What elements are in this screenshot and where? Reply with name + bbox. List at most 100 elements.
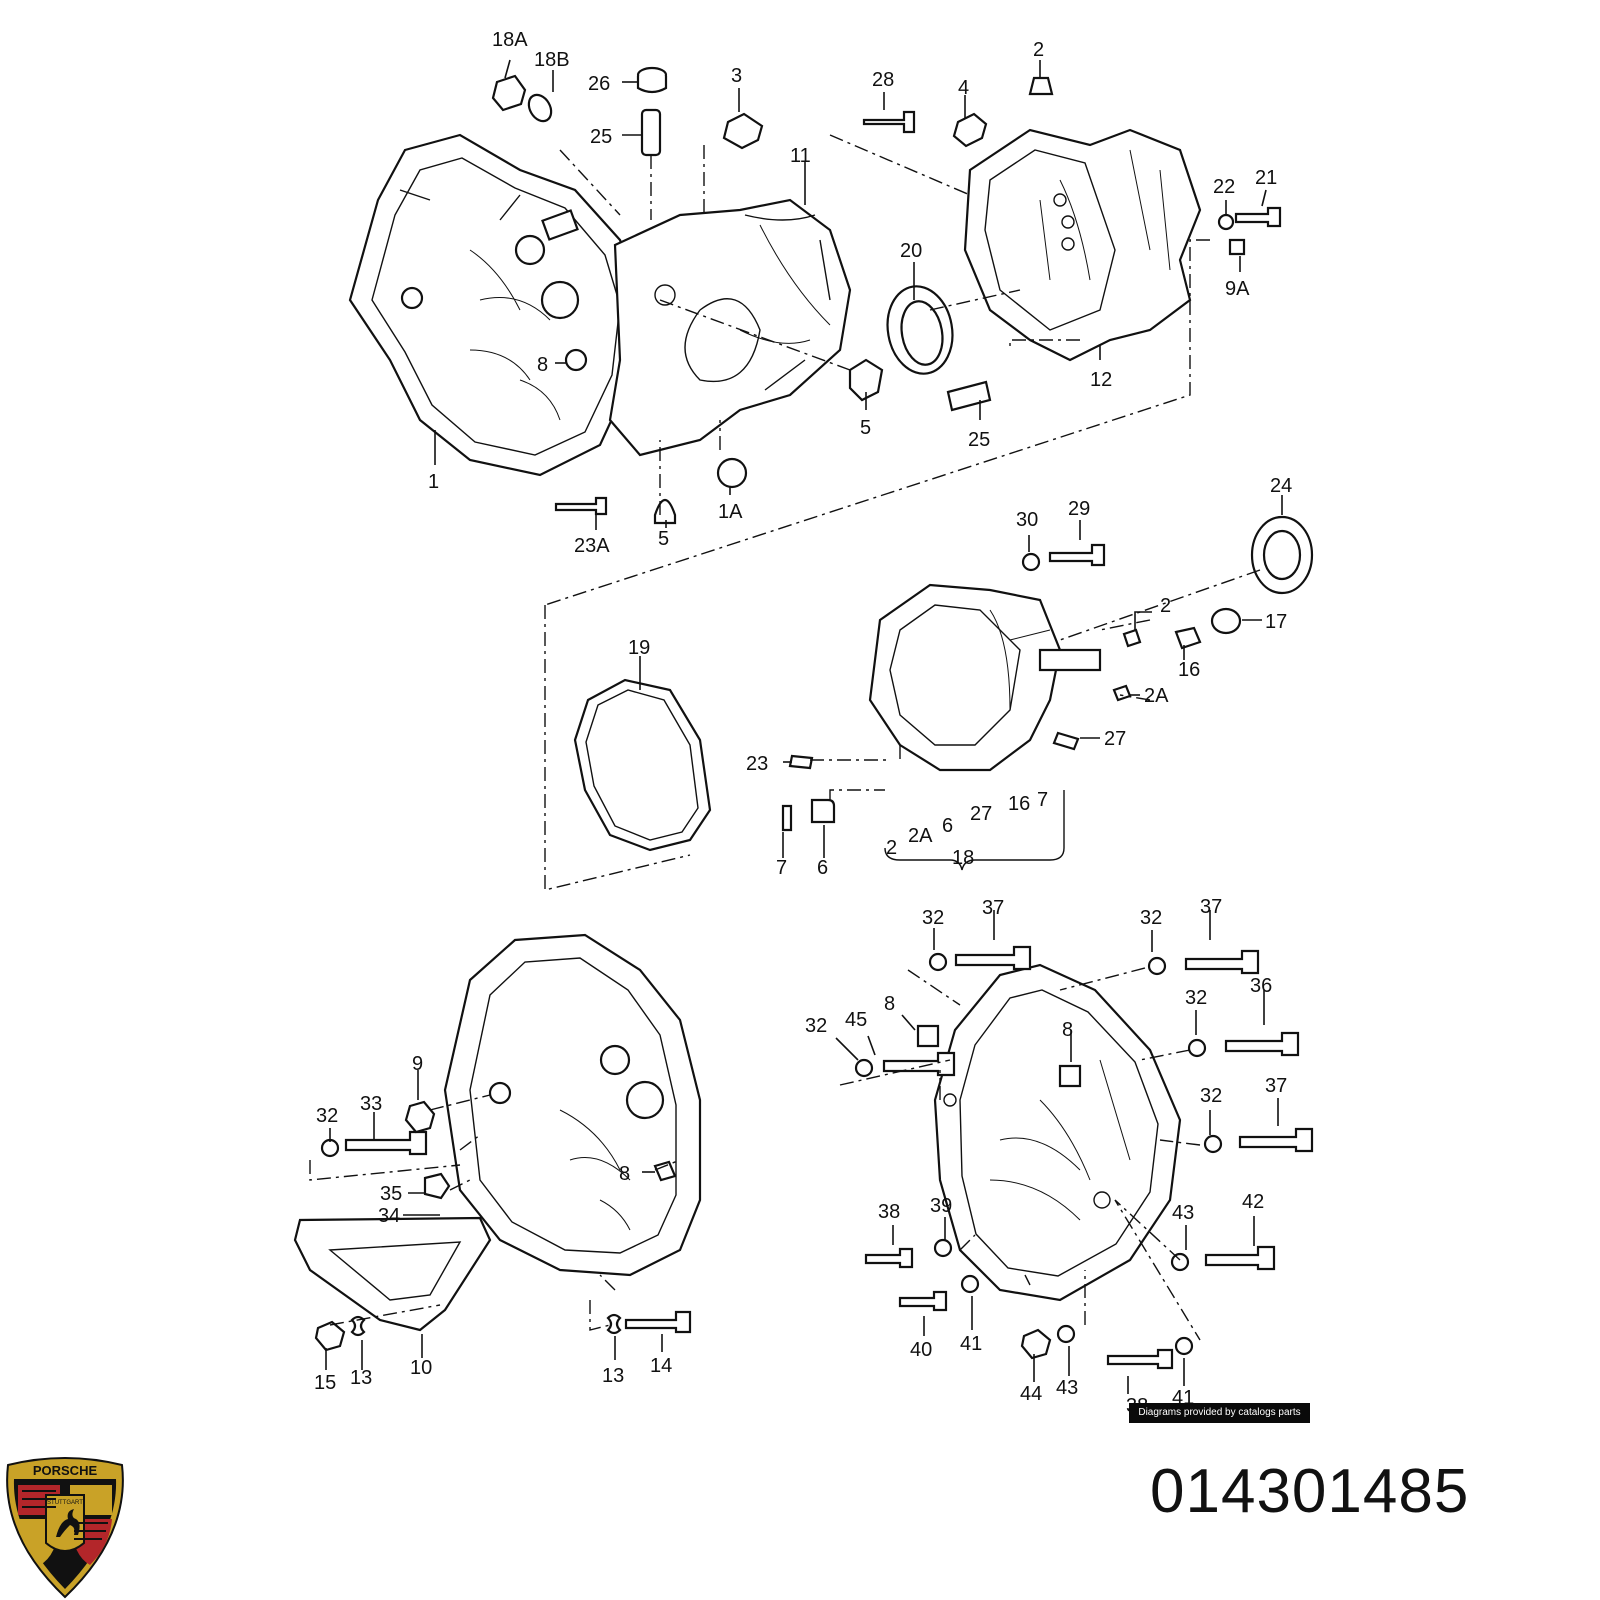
callout: 36 — [1250, 975, 1272, 997]
callout: 32 — [316, 1105, 338, 1127]
callout: 7 — [776, 857, 787, 879]
callout: 3 — [731, 65, 742, 87]
callout: 16 — [1008, 793, 1030, 815]
callout: 16 — [1178, 659, 1200, 681]
assembly-lines-bottom-left — [309, 1094, 681, 1331]
callout: 35 — [380, 1183, 402, 1205]
callout: 10 — [410, 1357, 432, 1379]
bracket-18 — [884, 790, 1065, 871]
exploded-parts-diagram: 18A 18B 26 25 3 28 2 4 11 22 21 9A 20 8 … — [293, 29, 1314, 1417]
callout: 39 — [930, 1195, 952, 1217]
callout: 8 — [537, 354, 548, 376]
callout: 15 — [314, 1372, 336, 1394]
part-gearbox-housing — [608, 198, 852, 457]
part-number: 014301485 — [1150, 1457, 1470, 1526]
callout: 18A — [492, 29, 528, 51]
callout: 2A — [1144, 685, 1169, 707]
callout: 2 — [1160, 595, 1171, 617]
callout: 37 — [1265, 1075, 1287, 1097]
callout: 25 — [590, 126, 612, 148]
callout: 43 — [1056, 1377, 1078, 1399]
callout: 7 — [1037, 789, 1048, 811]
callout: 24 — [1270, 475, 1292, 497]
logo-brand: PORSCHE — [33, 1463, 98, 1478]
callout: 8 — [884, 993, 895, 1015]
callout: 17 — [1265, 611, 1287, 633]
callout: 1 — [428, 471, 439, 493]
callout: 42 — [1242, 1191, 1264, 1213]
callout: 45 — [845, 1009, 867, 1031]
callout: 23 — [746, 753, 768, 775]
callout: 13 — [602, 1365, 624, 1387]
callout: 12 — [1090, 369, 1112, 391]
callout: 9A — [1225, 278, 1250, 300]
callout: 9 — [412, 1053, 423, 1075]
callout: 21 — [1255, 167, 1277, 189]
callout: 14 — [650, 1355, 672, 1377]
callout: 30 — [1016, 509, 1038, 531]
callout: 2A — [908, 825, 933, 847]
callout: 32 — [922, 907, 944, 929]
callout: 43 — [1172, 1202, 1194, 1224]
callout: 5 — [860, 417, 871, 439]
callout: 8 — [1062, 1019, 1073, 1041]
callout: 32 — [1185, 987, 1207, 1009]
part-cover-plate — [293, 1216, 492, 1332]
logo-city: STUTTGART — [47, 1500, 83, 1506]
bolts-bottom-right — [854, 945, 1314, 1370]
assembly-lines-bottom-right — [839, 967, 1201, 1341]
callout: 2 — [1033, 39, 1044, 61]
callout: 20 — [900, 240, 922, 262]
callout: 27 — [970, 803, 992, 825]
callout: 32 — [1140, 907, 1162, 929]
callout: 29 — [1068, 498, 1090, 520]
callout: 37 — [982, 897, 1004, 919]
callout: 18 — [952, 847, 974, 869]
callout: 25 — [968, 429, 990, 451]
assembly-lines-mid — [810, 569, 1261, 800]
callout: 41 — [960, 1333, 982, 1355]
part-seal-ring — [886, 285, 992, 412]
callout: 1A — [718, 501, 743, 523]
callout: 13 — [350, 1367, 372, 1389]
callout-labels: 18A 18B 26 25 3 28 2 4 11 22 21 9A 20 8 … — [314, 29, 1292, 1417]
callout: 34 — [378, 1205, 400, 1227]
callout: 32 — [805, 1015, 827, 1037]
callout: 40 — [910, 1339, 932, 1361]
part-housing-front-view — [443, 933, 702, 1277]
callout: 23A — [574, 535, 610, 557]
callout: 32 — [1200, 1085, 1222, 1107]
callout: 37 — [1200, 896, 1222, 918]
diagram-credit-banner: Diagrams provided by catalogs parts — [1129, 1403, 1310, 1423]
assembly-line-mid — [544, 605, 691, 891]
callout: 8 — [619, 1163, 630, 1185]
part-clutch-housing — [348, 133, 642, 477]
small-parts-bottom-left — [314, 1100, 692, 1352]
callout: 18B — [534, 49, 570, 71]
callout: 6 — [942, 815, 953, 837]
part-gearbox-cover — [963, 128, 1202, 362]
callout: 38 — [878, 1201, 900, 1223]
callout: 5 — [658, 528, 669, 550]
assembly-lines-top — [544, 134, 1210, 606]
callout: 28 — [872, 69, 894, 91]
callout: 6 — [817, 857, 828, 879]
callout: 4 — [958, 77, 969, 99]
part-housing-rear-view — [933, 963, 1182, 1302]
callout: 33 — [360, 1093, 382, 1115]
small-parts-mid — [781, 515, 1314, 832]
callout: 11 — [790, 145, 811, 167]
callout: 22 — [1213, 176, 1235, 198]
callout: 26 — [588, 73, 610, 95]
bolts-right-top — [1217, 206, 1282, 256]
porsche-crest-logo: PORSCHE STUTTGART — [6, 1457, 124, 1599]
part-rear-cover — [868, 583, 1102, 772]
callout: 27 — [1104, 728, 1126, 750]
small-parts-top — [491, 66, 1054, 525]
callout: 19 — [628, 637, 650, 659]
part-gasket — [573, 678, 712, 852]
callout-leaders — [325, 59, 1283, 1394]
callout: 2 — [886, 837, 897, 859]
callout: 44 — [1020, 1383, 1042, 1405]
